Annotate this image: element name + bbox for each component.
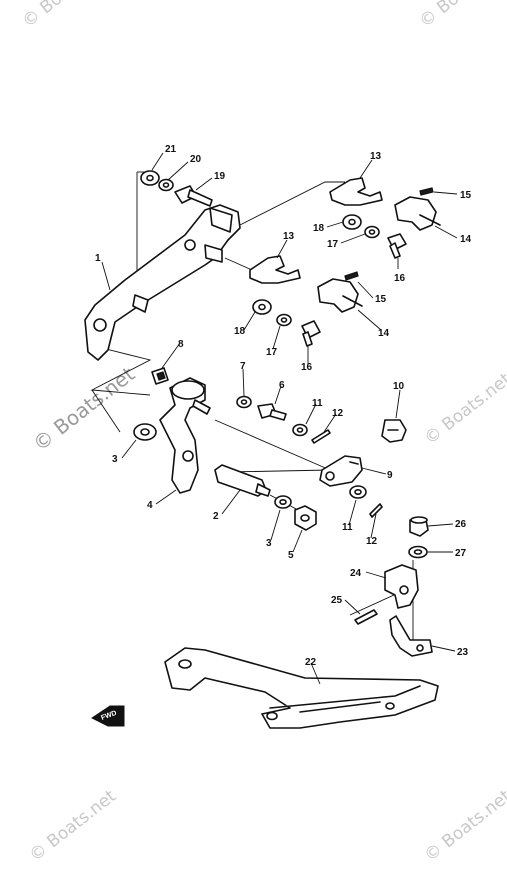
callout-11-upper: 11 [312,398,323,409]
part-14-clamp-upper [394,196,441,231]
part-25-pin [354,609,378,625]
callout-3-right: 3 [266,538,272,549]
part-7-washer [236,395,252,409]
callout-24: 24 [350,568,362,579]
callout-17-upper: 17 [327,239,339,250]
part-12-cotter-pin-lower [369,503,383,518]
guide-line-to-bracket-13b [224,257,253,271]
callout-13-middle: 13 [283,231,295,242]
part-13-bracket-middle [249,255,301,284]
part-18-washer-middle [252,299,272,315]
callout-5: 5 [288,550,294,561]
callout-2: 2 [213,511,219,522]
part-16-bolt-upper [387,233,407,259]
callout-19: 19 [214,171,226,182]
guide-line-arm-zigzag [89,344,152,396]
part-10-clip [381,419,407,443]
part-11-washer-upper [292,423,308,437]
part-19-bolt [174,185,213,207]
callout-11-lower: 11 [342,522,353,533]
part-15-pin-upper [419,187,434,196]
callout-7: 7 [240,361,246,372]
callout-leaders [101,152,458,685]
part-14-clamp-middle [317,278,363,313]
part-11-washer-lower [349,485,367,499]
part-3-washer-right [274,495,292,509]
callout-15-middle: 15 [375,294,387,305]
callout-17-middle: 17 [266,347,278,358]
part-22-base-plate [164,647,439,729]
guide-line-shaft-axis [227,469,331,473]
part-5-nut [294,505,317,531]
assembly-lines [89,171,414,650]
part-16-bolt-middle [301,320,321,347]
callout-labels: 21 20 19 1 13 15 14 18 17 16 13 15 14 18… [95,144,472,668]
guide-line-shaft-to-9 [214,419,331,471]
part-17-washer-middle [276,313,292,327]
callout-26: 26 [455,519,467,530]
callout-15-upper: 15 [460,190,472,201]
part-9-link [319,455,363,487]
callout-16-upper: 16 [394,273,406,284]
part-2-shaft [214,464,271,497]
callout-22: 22 [305,657,317,668]
part-12-cotter-pin-upper [311,429,331,444]
part-15-pin-middle [344,271,359,281]
callout-3-left: 3 [112,454,118,465]
part-21-washer [140,170,160,186]
callout-16-middle: 16 [301,362,313,373]
part-1-lever-arm [84,204,241,361]
watermark-bottom-right: © Boats.net [421,786,507,866]
callout-13-upper: 13 [370,151,382,162]
callout-27: 27 [455,548,467,559]
callout-20: 20 [190,154,202,165]
part-17-washer-upper [364,225,380,239]
watermark-top-right: © Boats.net [416,0,507,32]
guide-line-to-washer-3 [91,389,121,433]
watermark-top-left: © Boats.net [19,0,113,32]
part-8-square-nut [151,367,169,385]
part-3-washer-left [133,423,157,441]
watermark-middle-right: © Boats.net [421,369,507,449]
watermark-bottom-left: © Boats.net [26,786,120,866]
part-6-bolt [257,403,287,421]
part-20-washer [158,178,174,192]
part-18-washer-upper [342,214,362,230]
part-13-bracket-upper [329,177,383,206]
part-4-shift-lever [159,377,211,494]
callout-14-upper: 14 [460,234,472,245]
callout-21: 21 [165,144,177,155]
callout-14-middle: 14 [378,328,390,339]
part-27-washer [408,545,428,559]
callout-12-upper: 12 [332,408,344,419]
part-26-plug [409,516,429,537]
callout-23: 23 [457,647,469,658]
callout-10: 10 [393,381,405,392]
callout-8: 8 [178,339,184,350]
callout-1: 1 [95,253,101,264]
callout-6: 6 [279,380,285,391]
callout-9: 9 [387,470,393,481]
watermarks: © Boats.net © Boats.net © Boats.net © Bo… [19,0,507,866]
callout-18-middle: 18 [234,326,246,337]
callout-18-upper: 18 [313,223,325,234]
fwd-arrow-icon: FWD [91,705,125,727]
callout-4: 4 [147,500,153,511]
watermark-middle-left: © Boats.net [28,362,139,456]
callout-25: 25 [331,595,343,606]
callout-12-lower: 12 [366,536,378,547]
part-24-cam [384,564,419,609]
guide-line-to-bracket-13 [239,181,345,226]
part-23-bracket [389,615,433,657]
